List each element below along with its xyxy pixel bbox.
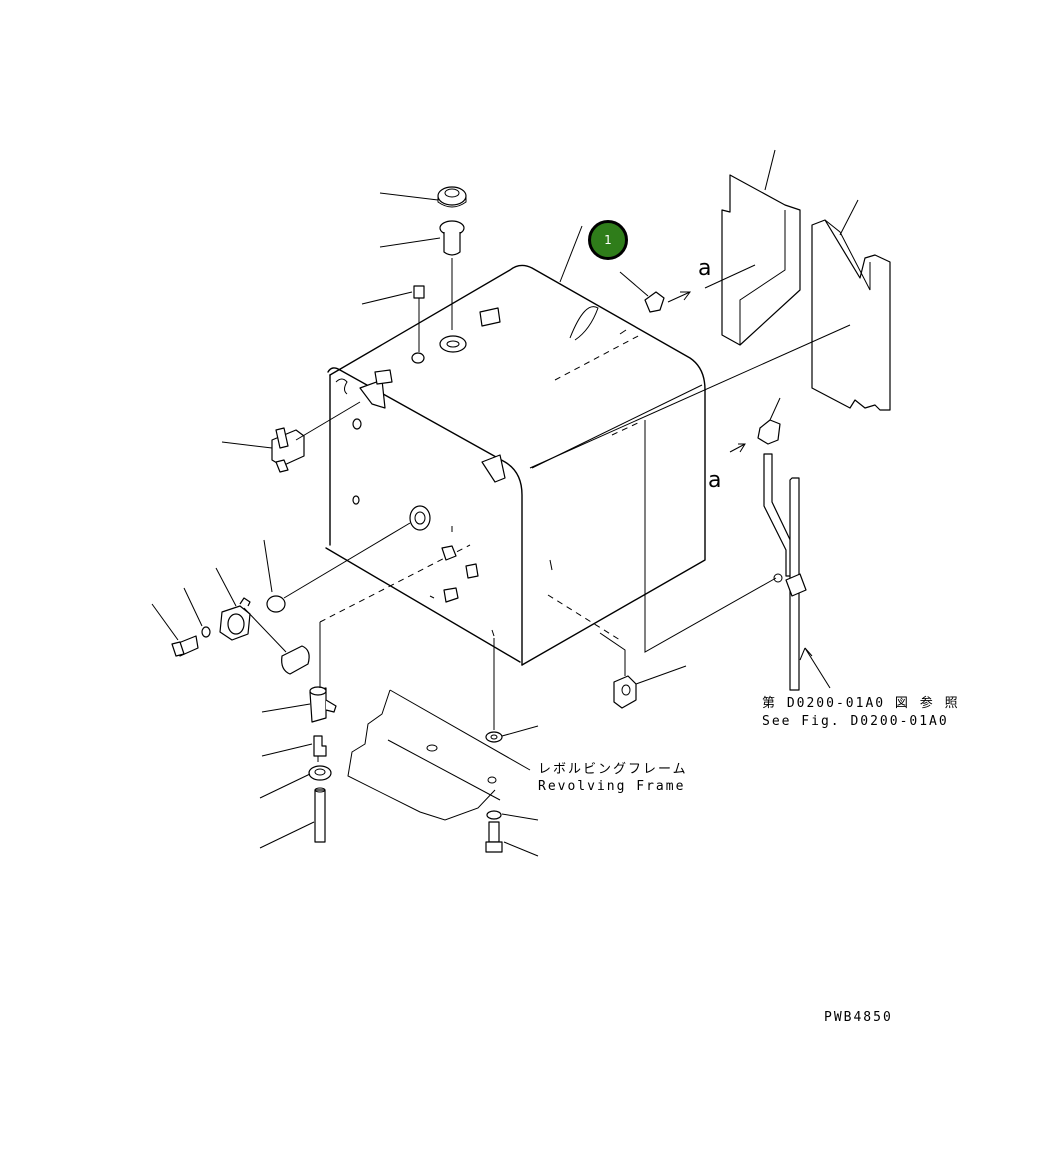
sight-gauge (266, 522, 411, 613)
tank-body (319, 264, 706, 666)
cover-plate (721, 174, 801, 346)
leader-lines (151, 149, 859, 857)
see-fig-label-jp: 第 D0200-01A0 図 参 照 (762, 696, 960, 711)
clamp-bracket (271, 401, 361, 473)
drain-cock (599, 632, 637, 709)
strainer (439, 220, 467, 353)
mounting-bolt (171, 635, 199, 657)
level-sensor (219, 597, 251, 641)
drain-hose (314, 787, 326, 843)
pipe-assembly (763, 453, 807, 691)
revolving-frame-label-en: Revolving Frame (538, 779, 686, 794)
washer (201, 626, 211, 638)
callout-badge[interactable]: 1 (588, 220, 628, 260)
drawing-number: PWB4850 (824, 1010, 893, 1025)
nipple-fitting (313, 735, 327, 762)
elbow-fitting-right (729, 419, 781, 453)
front-port-fitting (409, 505, 553, 637)
elbow-fitting-top (644, 291, 691, 313)
insulation-panel (811, 219, 891, 411)
view-marker-a-upper: a (698, 256, 712, 281)
plug-bolt (411, 285, 425, 364)
revolving-frame-outline (347, 689, 531, 821)
float-cylinder (281, 645, 310, 675)
frame-washers-bolts (485, 638, 503, 853)
revolving-frame-label-jp: レボルビングフレーム (538, 762, 688, 777)
hose-clamp (308, 765, 332, 781)
see-fig-label-en: See Fig. D0200-01A0 (762, 714, 949, 729)
filler-cap (437, 186, 467, 208)
valve-body (309, 686, 337, 723)
view-marker-a-lower: a (708, 468, 722, 493)
